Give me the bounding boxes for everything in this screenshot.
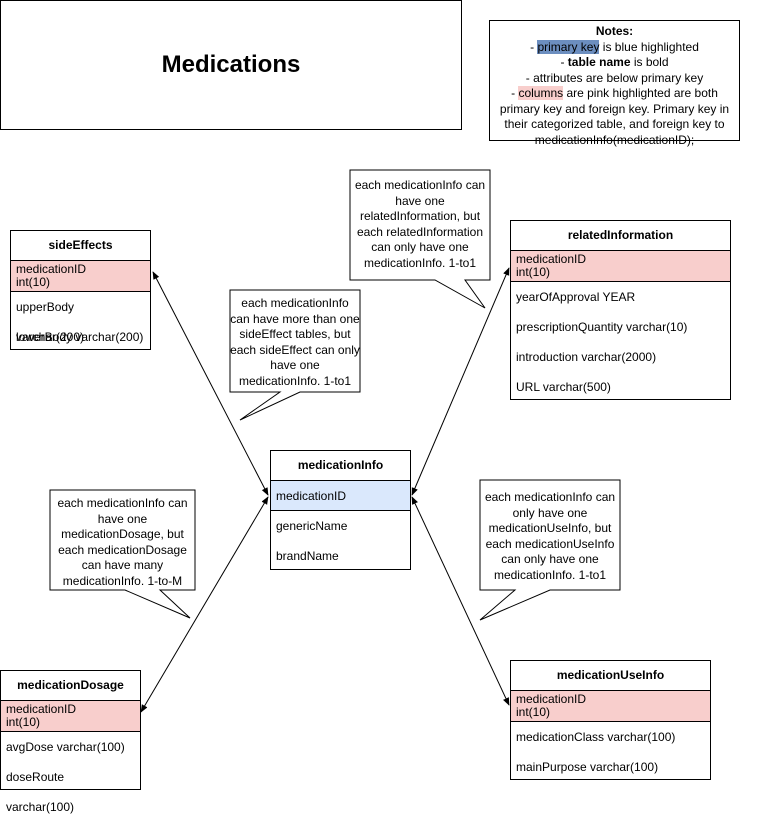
callout-related-text: each medicationInfo can have one related… xyxy=(354,178,486,270)
table-sideeffects-pk-name: medicationID xyxy=(16,262,87,276)
table-medicationuseinfo-pk-type: int(10) xyxy=(516,705,551,719)
diagram-overlay xyxy=(49,169,621,713)
table-medicationdosage-name: medicationDosage xyxy=(1,671,140,701)
notes-title: Notes: xyxy=(595,24,634,38)
table-medicationdosage-attr: avgDose varchar(100) xyxy=(6,740,125,754)
diagram-title-box: Medications xyxy=(0,0,462,130)
notes-primary-key-highlight: primary key xyxy=(537,39,600,54)
connector-relatedinformation xyxy=(411,267,510,496)
table-medicationdosage-pk-name: medicationID xyxy=(6,702,77,716)
callout-related: each medicationInfo can have one related… xyxy=(350,178,490,271)
notes-line-3: - attributes are below primary key xyxy=(525,70,704,85)
notes-table-name-bold: table name xyxy=(567,55,631,69)
table-relatedinformation-name: relatedInformation xyxy=(511,221,730,251)
notes-line-1-prefix: - xyxy=(530,39,538,54)
callout-use-text: each medicationInfo can only have one me… xyxy=(484,490,616,582)
notes-line-2: - table name is bold xyxy=(490,55,739,71)
notes-box: Notes: - primary key is blue highlighted… xyxy=(489,20,740,147)
table-relatedinformation-attr: introduction varchar(2000) xyxy=(516,350,657,364)
table-medicationuseinfo-attr: medicationClass varchar(100) xyxy=(516,730,676,744)
table-relatedinformation-attr: URL varchar(500) xyxy=(516,380,611,394)
table-medicationuseinfo: medicationUseInfo medicationID int(10) m… xyxy=(510,660,711,780)
table-medicationdosage-pk-type: int(10) xyxy=(6,715,41,729)
table-sideeffects-attr: upperBody varchar(200) xyxy=(16,300,85,344)
table-medicationdosage-attr: doseRoute varchar(100) xyxy=(6,770,75,814)
table-medicationinfo-pk: medicationID xyxy=(271,481,410,511)
connector-medicationuseinfo xyxy=(411,496,510,706)
notes-line-2-prefix: - xyxy=(560,55,568,69)
callout-dosage: each medicationInfo can have one medicat… xyxy=(50,496,195,589)
callout-use: each medicationInfo can only have one me… xyxy=(480,490,620,583)
diagram-title: Medications xyxy=(161,51,301,78)
connector-sideeffects xyxy=(152,271,269,496)
callout-dosage-text: each medicationInfo can have one medicat… xyxy=(57,496,188,588)
table-medicationuseinfo-pk-name: medicationID xyxy=(516,692,587,706)
table-medicationdosage: medicationDosage medicationID int(10) av… xyxy=(0,670,141,814)
table-relatedinformation: relatedInformation medicationID int(10) … xyxy=(510,220,731,400)
notes-line-4-prefix: - xyxy=(511,86,519,100)
table-relatedinformation-pk-type: int(10) xyxy=(516,265,551,279)
table-medicationuseinfo-name: medicationUseInfo xyxy=(511,661,710,691)
connector-medicationdosage xyxy=(140,496,269,713)
notes-line-1: - primary key is blue highlighted xyxy=(490,39,739,56)
callout-side-text: each medicationInfo can have more than o… xyxy=(230,296,360,388)
table-medicationinfo-attr: genericName xyxy=(276,519,348,533)
table-sideeffects-name: sideEffects xyxy=(11,231,150,261)
table-sideeffects-pk: medicationID int(10) xyxy=(11,261,150,292)
notes-line-4: - columns are pink highlighted are both … xyxy=(490,86,739,148)
table-relatedinformation-pk-name: medicationID xyxy=(516,252,587,266)
table-medicationuseinfo-pk: medicationID int(10) xyxy=(511,691,710,722)
notes-line-4-suffix: are pink highlighted are both primary ke… xyxy=(499,86,730,147)
table-relatedinformation-pk: medicationID int(10) xyxy=(511,251,730,282)
table-medicationdosage-pk: medicationID int(10) xyxy=(1,701,140,732)
notes-line-2-suffix: is bold xyxy=(630,55,669,69)
notes-line-1-suffix: is blue highlighted xyxy=(599,39,699,54)
table-sideeffects: sideEffects medicationID int(10) upperBo… xyxy=(10,230,151,350)
table-medicationinfo: medicationInfo medicationID genericName … xyxy=(270,450,411,570)
notes-columns-highlight: columns xyxy=(518,86,564,100)
table-sideeffects-attr: lowerBody varchar(200) xyxy=(16,330,144,344)
table-medicationuseinfo-attr: mainPurpose varchar(100) xyxy=(516,760,659,774)
table-relatedinformation-attr: yearOfApproval YEAR xyxy=(516,290,636,304)
table-medicationinfo-name: medicationInfo xyxy=(271,451,410,481)
callout-side: each medicationInfo can have more than o… xyxy=(230,296,360,389)
table-sideeffects-pk-type: int(10) xyxy=(16,275,51,289)
table-medicationinfo-attr: brandName xyxy=(276,549,339,563)
table-relatedinformation-attr: prescriptionQuantity varchar(10) xyxy=(516,320,688,334)
